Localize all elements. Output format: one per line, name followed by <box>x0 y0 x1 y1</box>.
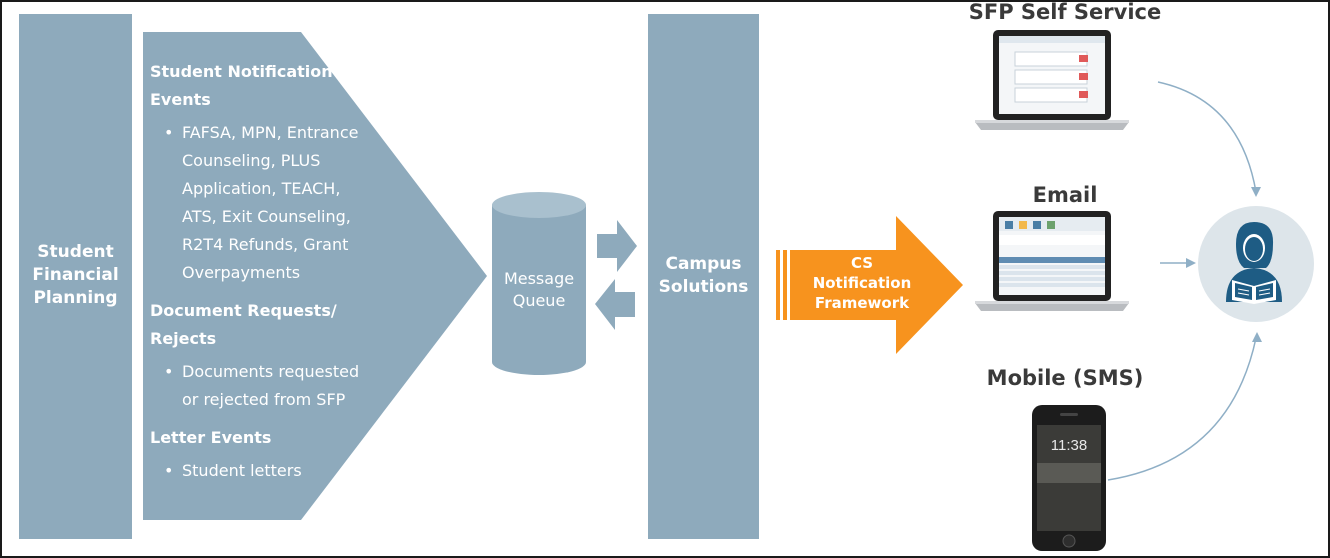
connector-arrowhead <box>1251 187 1261 197</box>
arrow-right-icon <box>597 220 637 272</box>
notification-framework-label: CS Notification Framework <box>812 254 912 312</box>
message-queue-cylinder <box>492 192 586 375</box>
laptop-icon <box>975 211 1129 311</box>
phone-screen-time: 11:38 <box>1051 437 1087 454</box>
message-queue-label: Message Queue <box>503 269 575 310</box>
event-item: Student letters <box>164 457 359 485</box>
connector-arrow <box>1157 81 1257 193</box>
student-financial-planning-box <box>19 14 132 539</box>
student-reading-icon <box>1226 222 1282 304</box>
campus-solutions-label: Campus Solutions <box>658 254 749 297</box>
event-group-heading: Student Notification Events <box>150 62 333 109</box>
channel-title-self-service: SFP Self Service <box>968 0 1162 24</box>
event-group-items: FAFSA, MPN, Entrance Counseling, PLUS Ap… <box>150 119 359 287</box>
phone-icon: 11:38 <box>1032 405 1106 551</box>
connector-arrow <box>1107 337 1257 481</box>
events-list: Student Notification Events FAFSA, MPN, … <box>150 58 359 495</box>
connector-arrowhead <box>1186 258 1196 268</box>
channel-title-email: Email <box>1032 183 1098 207</box>
arrow-left-icon <box>595 279 635 330</box>
student-financial-planning-label: Student Financial Planning <box>32 242 119 308</box>
notification-framework-arrow <box>776 216 963 354</box>
event-group-items: Documents requested or rejected from SFP <box>150 358 359 414</box>
campus-solutions-box <box>648 14 759 539</box>
channel-title-mobile: Mobile (SMS) <box>986 366 1144 390</box>
event-item: Documents requested or rejected from SFP <box>164 358 359 414</box>
connector-arrowhead <box>1252 332 1262 342</box>
laptop-icon <box>975 30 1129 130</box>
event-group-heading: Letter Events <box>150 428 272 447</box>
event-group-items: Student letters <box>150 457 359 485</box>
event-item: FAFSA, MPN, Entrance Counseling, PLUS Ap… <box>164 119 359 287</box>
event-group-heading: Document Requests/ Rejects <box>150 301 337 348</box>
